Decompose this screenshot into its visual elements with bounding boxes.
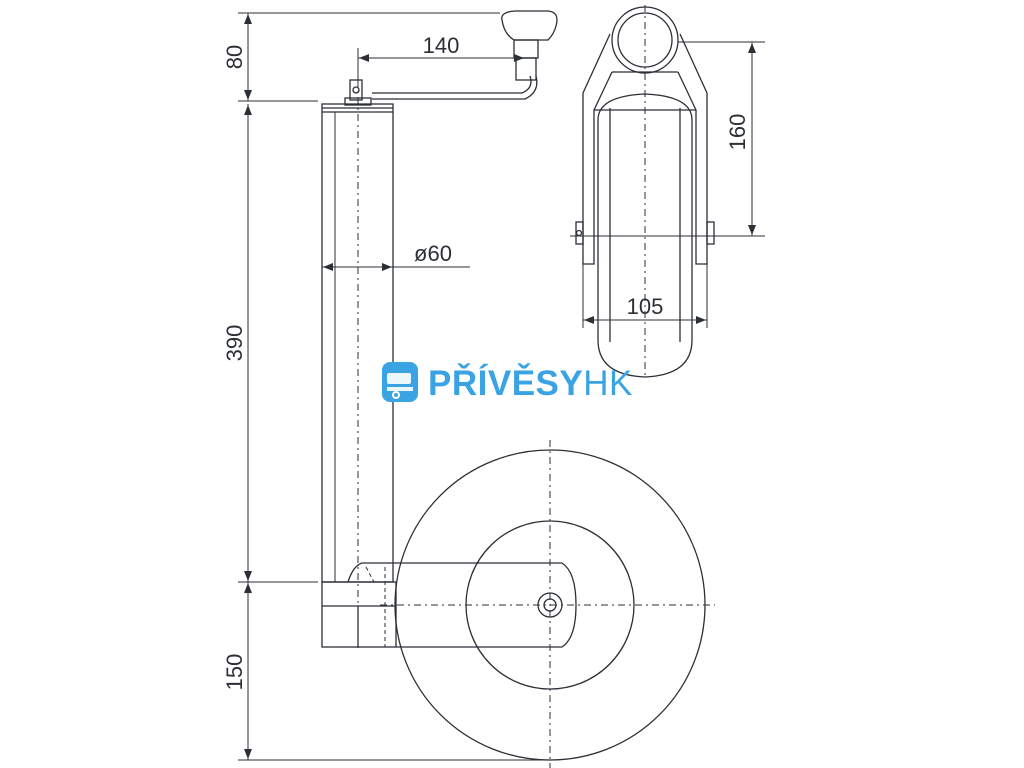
dim-handle-height: 80 [222,12,500,102]
support-tube [321,80,394,650]
front-view: 160 105 [570,5,765,378]
brand-name: PŘÍVĚSYHK [428,366,633,401]
dim-wheel-diameter: 160 [678,41,765,236]
dim-wheel-offset: 150 [222,582,548,761]
trailer-logo-icon [382,362,418,402]
crank-handle [344,10,558,106]
brand-logo: PŘÍVĚSYHK [380,360,633,406]
dim-label-150: 150 [222,654,247,691]
dim-label-105: 105 [627,294,664,319]
front-wheel [597,93,693,378]
wheel [380,440,715,768]
dim-tube-diameter: ø60 [322,241,470,271]
side-view: 80 140 390 ø60 [222,10,715,768]
brand-name-bold: PŘÍVĚSY [428,363,584,403]
dim-handle-length: 140 [357,33,525,80]
dim-label-80: 80 [222,45,247,69]
dim-label-160: 160 [725,114,750,151]
dim-tube-length: 390 [222,104,318,583]
dim-label-140: 140 [423,33,460,58]
front-fork [575,33,715,265]
dim-wheel-width: 105 [582,264,708,328]
brand-name-light: HK [583,363,633,403]
dim-label-diameter: ø60 [414,241,452,266]
dim-label-390: 390 [222,325,247,362]
